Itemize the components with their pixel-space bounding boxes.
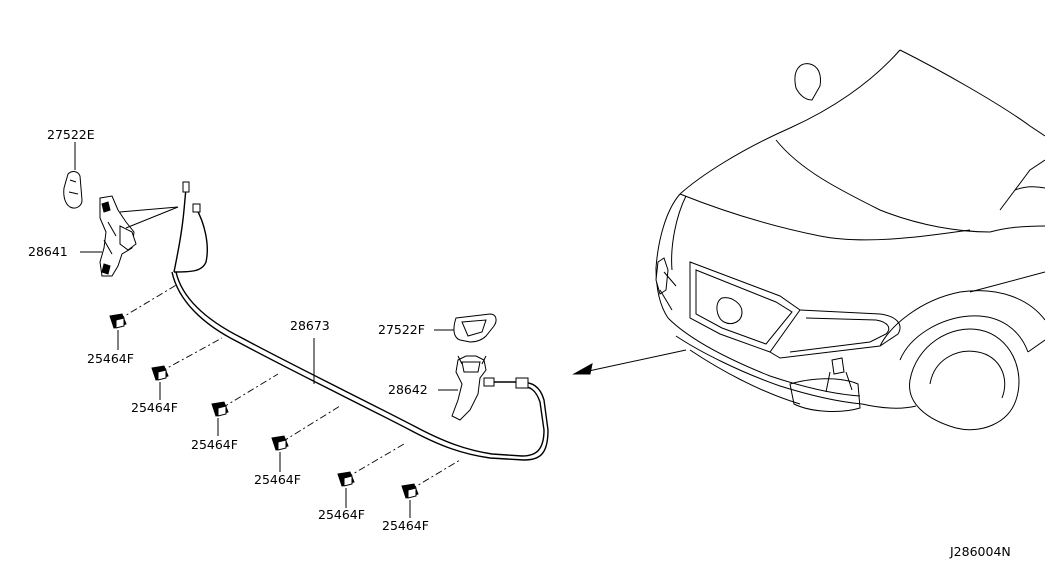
direction-arrow bbox=[572, 349, 687, 375]
washer-hose-upper-left bbox=[173, 181, 208, 273]
clip-5 bbox=[337, 443, 405, 508]
part-label-25464f-6: 25464F bbox=[382, 518, 429, 533]
vehicle-front-illustration bbox=[655, 49, 1045, 431]
clip-3 bbox=[211, 373, 279, 436]
part-label-25464f-1: 25464F bbox=[87, 351, 134, 366]
part-label-28641: 28641 bbox=[28, 244, 68, 259]
part-label-25464f-3: 25464F bbox=[191, 437, 238, 452]
clip-1 bbox=[109, 283, 179, 350]
fog-lamp-cover-right bbox=[434, 313, 497, 343]
washer-hose-main bbox=[171, 271, 549, 461]
part-label-25464f-2: 25464F bbox=[131, 400, 178, 415]
diagram-reference-code: J286004N bbox=[950, 544, 1011, 559]
part-label-27522e: 27522E bbox=[47, 127, 95, 142]
headlamp-washer-nozzle-right bbox=[438, 355, 529, 421]
part-label-25464f-5: 25464F bbox=[318, 507, 365, 522]
part-label-27522f: 27522F bbox=[378, 322, 425, 337]
clip-2 bbox=[151, 337, 223, 400]
part-label-25464f-4: 25464F bbox=[254, 472, 301, 487]
part-label-28642: 28642 bbox=[388, 382, 428, 397]
part-label-28673: 28673 bbox=[290, 318, 330, 333]
clip-6 bbox=[401, 459, 461, 518]
clip-4 bbox=[271, 405, 341, 472]
headlamp-washer-nozzle-left bbox=[80, 195, 179, 277]
fog-lamp-cover-left bbox=[63, 142, 83, 209]
